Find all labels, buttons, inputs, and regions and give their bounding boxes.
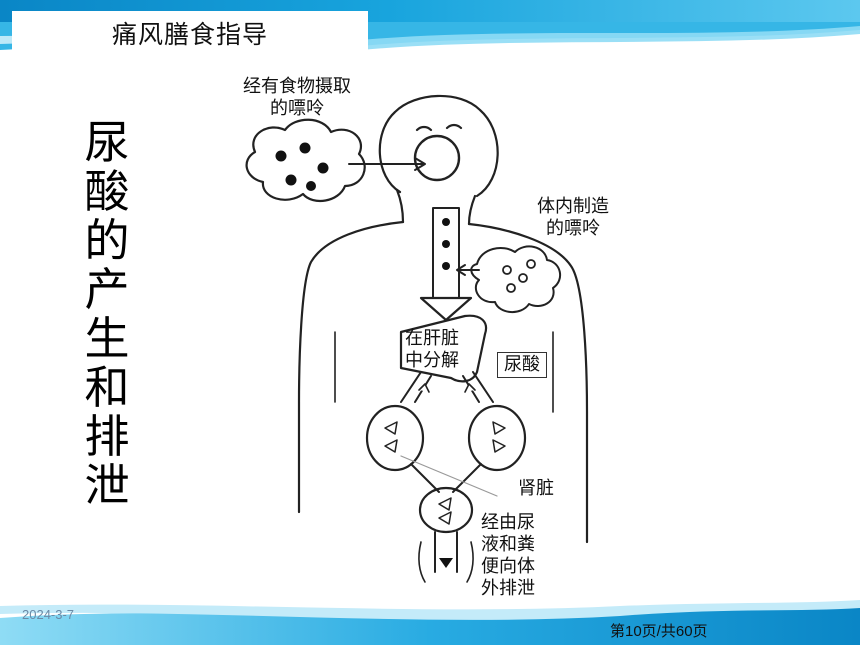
- label-line: 中分解: [405, 350, 459, 371]
- footer-date: 2024-3-7: [22, 607, 75, 622]
- uric-acid-diagram: 经有食物摄取 的嘌呤 体内制造 的嘌呤 在肝脏 中分解 尿酸 肾脏 经由尿 液和…: [225, 72, 625, 602]
- vertical-heading: 尿 酸 的 产 生 和 排 泄: [80, 118, 134, 510]
- label-kidney: 肾脏: [518, 478, 554, 499]
- label-line: 经有食物摄取: [243, 76, 351, 97]
- label-excretion: 经由尿 液和粪 便向体 外排泄: [481, 512, 551, 600]
- vertical-heading-char: 酸: [84, 165, 130, 218]
- label-line: 便向体: [481, 556, 535, 577]
- vertical-heading-char: 生: [84, 312, 130, 365]
- label-line: 体内制造: [537, 196, 609, 217]
- label-line: 外排泄: [481, 578, 535, 599]
- footer-page-number: 第10页/共60页: [610, 623, 708, 640]
- label-line: 的嘌呤: [546, 218, 600, 239]
- bottom-decor-band: [0, 600, 860, 645]
- slide-title-box: 痛风膳食指导: [12, 11, 368, 55]
- label-line: 的嘌呤: [270, 98, 324, 119]
- label-line: 液和粪: [481, 534, 535, 555]
- vertical-heading-char: 泄: [84, 459, 130, 512]
- label-line: 在肝脏: [405, 328, 459, 349]
- label-liver: 在肝脏 中分解: [405, 328, 475, 372]
- vertical-heading-char: 产: [84, 263, 130, 316]
- vertical-heading-char: 的: [84, 214, 130, 267]
- vertical-heading-char: 尿: [84, 116, 130, 169]
- slide-title: 痛风膳食指导: [111, 20, 268, 49]
- vertical-heading-char: 排: [84, 410, 130, 463]
- label-uric-acid: 尿酸: [497, 352, 547, 378]
- label-dietary-purine: 经有食物摄取 的嘌呤: [227, 76, 367, 120]
- label-line: 经由尿: [481, 512, 535, 533]
- body-illustration: [245, 94, 589, 583]
- label-internal-purine: 体内制造 的嘌呤: [523, 196, 623, 240]
- vertical-heading-char: 和: [84, 361, 130, 414]
